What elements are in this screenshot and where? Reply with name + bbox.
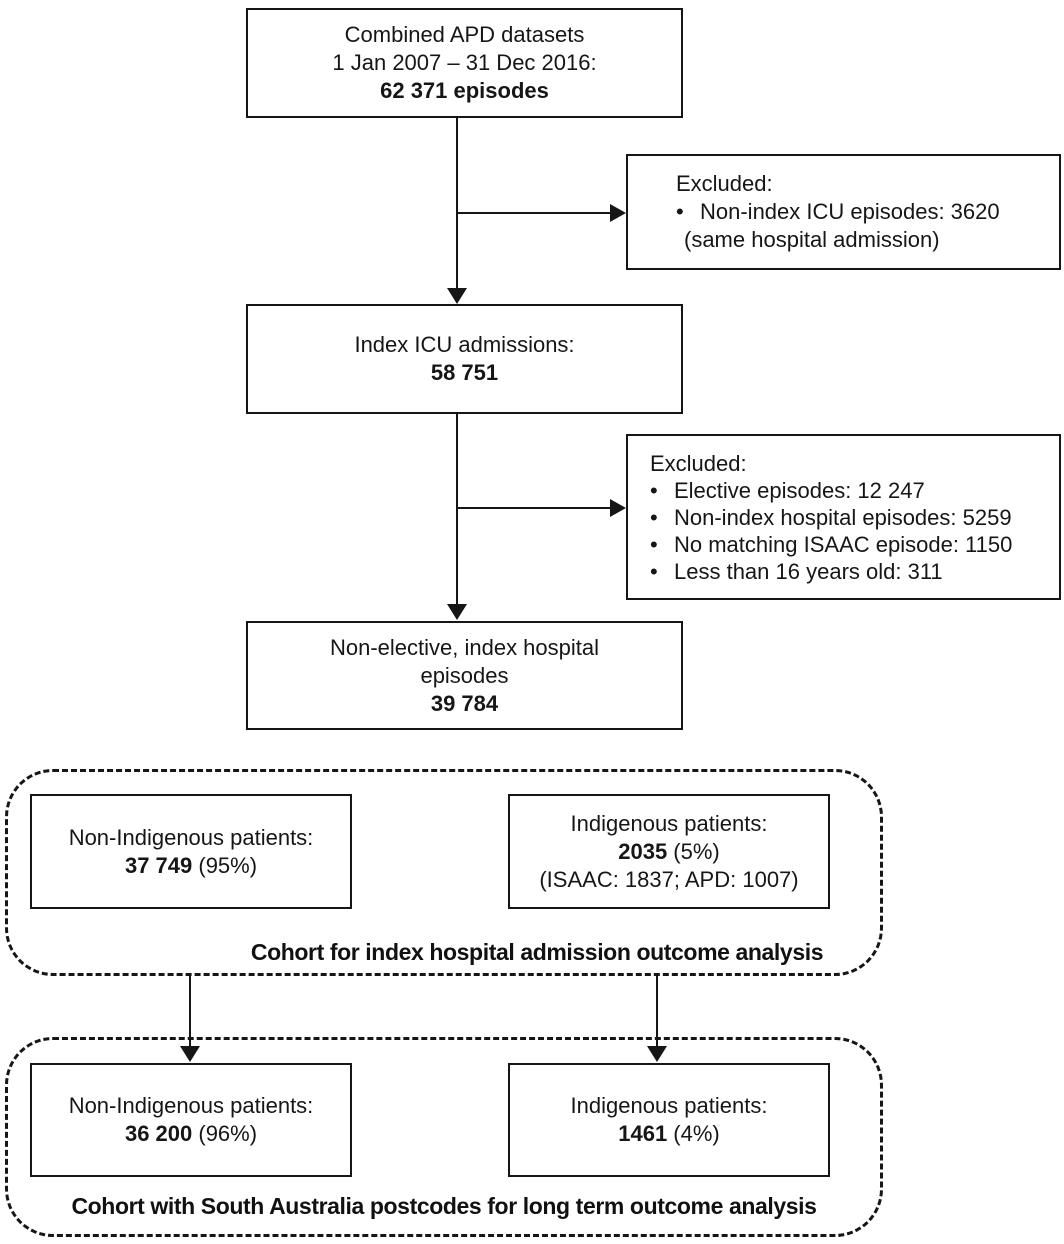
box-index-icu-admissions: Index ICU admissions: 58 751	[246, 304, 683, 414]
box-value: 58 751	[430, 360, 499, 385]
box-line: 1 Jan 2007 – 31 Dec 2016:	[332, 50, 597, 75]
excluded-item-text: Elective episodes: 12 247	[674, 477, 925, 503]
box-value-suffix: (5%)	[667, 838, 720, 864]
box-note: (ISAAC: 1837; APD: 1007)	[539, 866, 799, 892]
box-line: Index ICU admissions:	[354, 332, 575, 357]
box-combined-apd-datasets: Combined APD datasets 1 Jan 2007 – 31 De…	[246, 8, 683, 118]
box-line: Non-Indigenous patients:	[68, 1093, 314, 1118]
connector-line-vertical-2	[456, 414, 458, 604]
box-excluded-nonelective: Excluded: • Elective episodes: 12 247 • …	[626, 434, 1061, 600]
box-line: Indigenous patients:	[570, 1093, 768, 1118]
caption-cohort1: Cohort for index hospital admission outc…	[250, 939, 824, 965]
excluded-item-continuation: (same hospital admission)	[684, 227, 940, 252]
bullet-marker: •	[650, 477, 658, 503]
bullet-marker: •	[650, 558, 658, 584]
box-line: Non-Indigenous patients:	[68, 824, 314, 850]
box-value: 39 784	[430, 690, 499, 716]
box-value: 62 371 episodes	[380, 78, 549, 103]
bullet-marker: •	[650, 504, 658, 530]
group-index-admission-cohort	[5, 769, 883, 976]
box-nonelective-episodes: Non-elective, index hospital episodes 39…	[246, 621, 683, 730]
arrowhead-down-4	[647, 1046, 667, 1062]
box-value-line: 1461 (4%)	[510, 1120, 828, 1148]
box-value-suffix: (4%)	[667, 1121, 720, 1146]
connector-line-branch-1	[457, 212, 610, 214]
box-value: 2035	[618, 838, 668, 864]
arrowhead-down-2	[447, 604, 467, 620]
arrowhead-right-1	[610, 204, 626, 222]
box-line: episodes	[420, 662, 509, 688]
excluded-item-text: Non-index hospital episodes: 5259	[674, 504, 1012, 530]
excluded-item: • Less than 16 years old: 311	[650, 558, 1055, 585]
box-cohort1-non-indigenous: Non-Indigenous patients: 37 749 (95%)	[30, 794, 352, 909]
box-value-line: 2035 (5%)	[510, 838, 828, 866]
box-cohort2-indigenous: Indigenous patients: 1461 (4%)	[508, 1063, 830, 1177]
connector-line-vertical-4	[656, 976, 658, 1048]
box-value: 36 200	[124, 1121, 193, 1146]
box-line: Indigenous patients:	[570, 810, 768, 836]
box-cohort1-indigenous: Indigenous patients: 2035 (5%) (ISAAC: 1…	[508, 794, 830, 909]
connector-line-vertical-1	[456, 118, 458, 288]
box-value-line: 37 749 (95%)	[32, 852, 350, 880]
box-cohort2-non-indigenous: Non-Indigenous patients: 36 200 (96%)	[30, 1063, 352, 1177]
connector-line-branch-2	[457, 507, 610, 509]
excluded-item-text: Non-index ICU episodes: 3620	[700, 199, 1000, 224]
excluded-item-text: Less than 16 years old: 311	[674, 558, 943, 584]
arrowhead-right-2	[610, 499, 626, 517]
excluded-item: • Non-index ICU episodes: 3620	[676, 198, 1051, 226]
excluded-item: • Non-index hospital episodes: 5259	[650, 504, 1055, 531]
group-long-term-cohort	[5, 1037, 883, 1237]
box-excluded-non-index-icu: Excluded: • Non-index ICU episodes: 3620…	[626, 154, 1061, 270]
excluded-item-text: No matching ISAAC episode: 1150	[674, 531, 1013, 557]
bullet-marker: •	[650, 531, 658, 557]
box-line: Non-elective, index hospital	[329, 634, 600, 660]
box-line: Combined APD datasets	[344, 22, 585, 47]
bullet-marker: •	[676, 199, 684, 224]
box-value: 1461	[618, 1121, 668, 1146]
caption-cohort2: Cohort with South Australia postcodes fo…	[71, 1193, 817, 1219]
excluded-item: • Elective episodes: 12 247	[650, 477, 1055, 504]
box-value-line: 36 200 (96%)	[32, 1120, 350, 1148]
excluded-title: Excluded:	[650, 450, 747, 476]
box-value-suffix: (95%)	[192, 852, 258, 878]
arrowhead-down-1	[447, 288, 467, 304]
box-value-suffix: (96%)	[192, 1121, 258, 1146]
excluded-item: • No matching ISAAC episode: 1150	[650, 531, 1055, 558]
box-value: 37 749	[124, 852, 193, 878]
excluded-title: Excluded:	[676, 171, 773, 196]
connector-line-vertical-3	[189, 976, 191, 1048]
arrowhead-down-3	[180, 1046, 200, 1062]
